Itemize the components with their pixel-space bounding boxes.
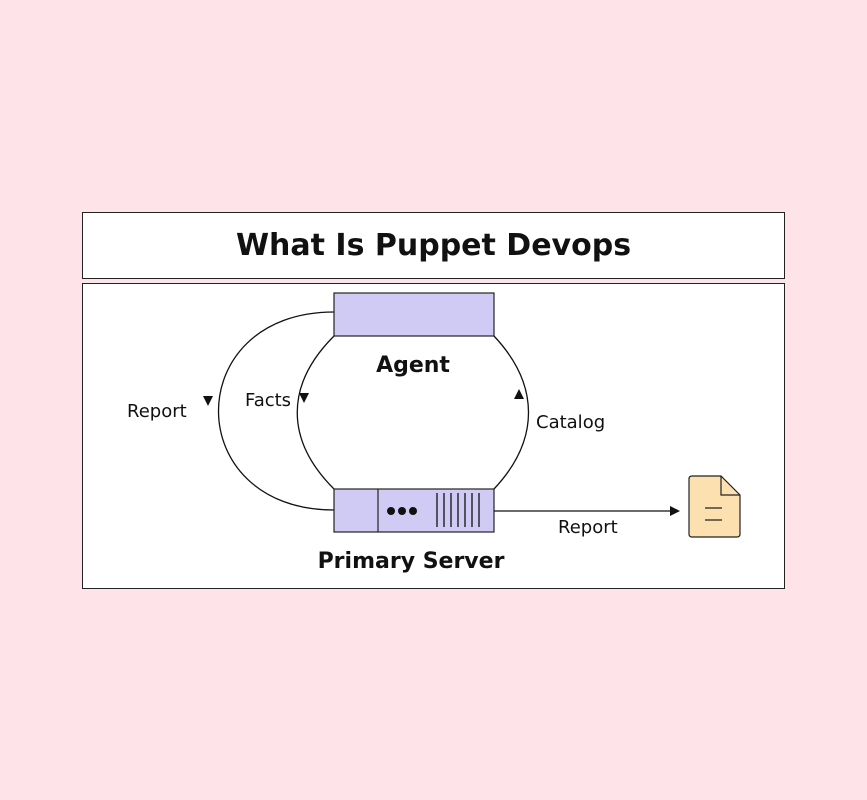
agent-node <box>333 292 495 337</box>
report-arc <box>218 311 335 511</box>
catalog-arrowhead <box>514 389 524 399</box>
primary-server-label: Primary Server <box>318 549 505 574</box>
document-icon <box>688 475 741 538</box>
report-arrowhead <box>203 396 213 406</box>
title-box: What Is Puppet Devops <box>82 212 785 279</box>
catalog-arc <box>493 335 530 490</box>
facts-label: Facts <box>245 390 291 411</box>
facts-arrowhead <box>299 393 309 403</box>
report-right-label: Report <box>558 517 618 538</box>
facts-arc <box>296 335 335 490</box>
report-left-label: Report <box>127 401 187 422</box>
server-dots-icon <box>387 507 417 515</box>
agent-label: Agent <box>376 353 450 378</box>
catalog-label: Catalog <box>536 412 605 433</box>
page-title: What Is Puppet Devops <box>235 228 632 263</box>
server-vents-icon <box>436 493 480 527</box>
